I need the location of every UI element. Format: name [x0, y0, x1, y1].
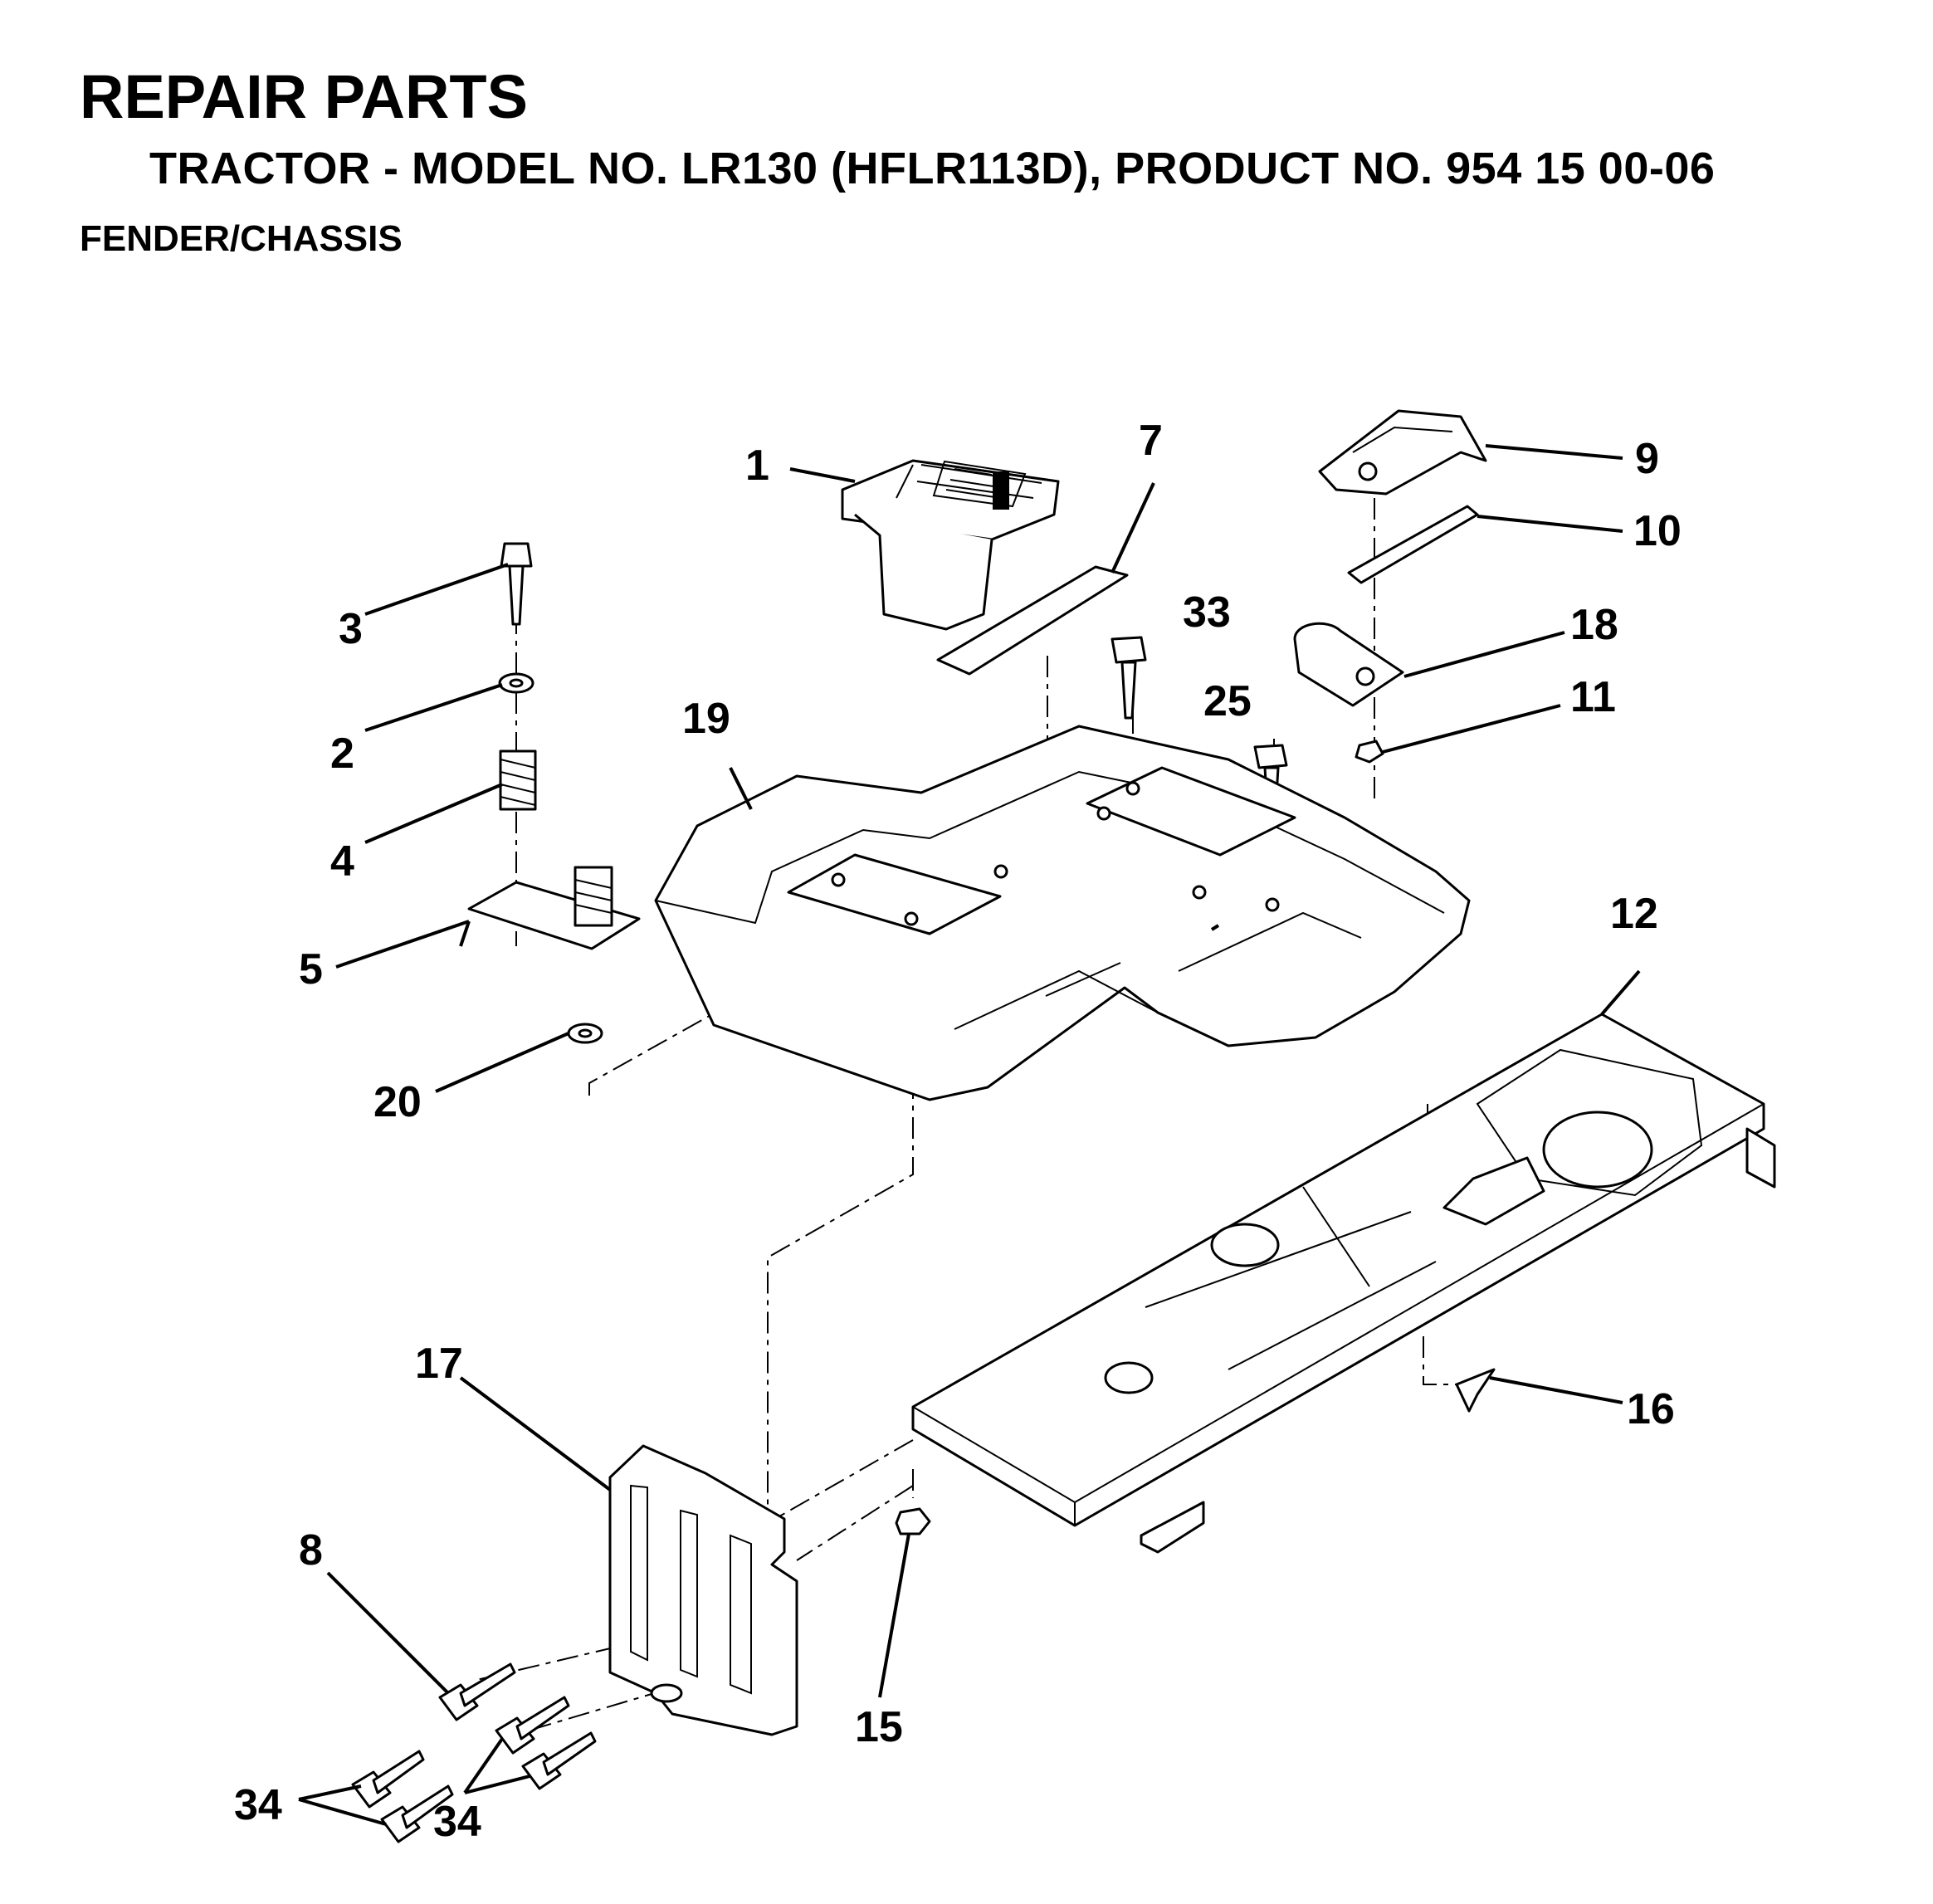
- callout-labels: 1 7 9 10 18 11 33 25 12 16 3 2 4 5 20 19…: [234, 417, 1682, 1846]
- decal-part: [936, 565, 1129, 676]
- callout-2: 2: [330, 730, 354, 778]
- nut-part: [895, 1507, 931, 1535]
- callout-12: 12: [1610, 890, 1658, 938]
- fender-part: [654, 725, 1471, 1101]
- callout-8: 8: [299, 1526, 323, 1574]
- callout-19: 19: [682, 695, 730, 743]
- callout-1: 1: [745, 442, 769, 490]
- seat-spring-assembly: [467, 672, 641, 1044]
- callout-34-left: 34: [234, 1781, 282, 1829]
- callout-7: 7: [1139, 417, 1163, 465]
- callout-10: 10: [1633, 507, 1682, 555]
- callout-34-right: 34: [433, 1798, 481, 1846]
- chassis-frame-part: [911, 1013, 1776, 1554]
- callout-9: 9: [1635, 435, 1659, 483]
- mounting-plate-part: [608, 1444, 798, 1736]
- callout-15: 15: [855, 1703, 903, 1751]
- callout-18: 18: [1570, 601, 1618, 649]
- lower-bolt-parts: [351, 1662, 597, 1843]
- callout-3: 3: [339, 605, 363, 653]
- section-title: FENDER/CHASSIS: [80, 218, 403, 259]
- callout-20: 20: [373, 1078, 422, 1126]
- callout-11: 11: [1570, 673, 1616, 721]
- bolt-parts: [500, 542, 1288, 823]
- callout-17: 17: [415, 1340, 463, 1388]
- callout-16: 16: [1627, 1385, 1675, 1433]
- storage-tray-part: [841, 459, 1060, 631]
- callout-33: 33: [1183, 588, 1231, 637]
- callout-4: 4: [330, 837, 354, 886]
- callout-25: 25: [1203, 677, 1252, 725]
- leader-lines: [298, 444, 1641, 1826]
- model-subtitle: TRACTOR - MODEL NO. LR130 (HFLR113D), PR…: [149, 144, 1716, 193]
- upper-right-brackets: [1293, 409, 1487, 764]
- callout-5: 5: [299, 945, 323, 993]
- page-title: REPAIR PARTS: [80, 62, 528, 131]
